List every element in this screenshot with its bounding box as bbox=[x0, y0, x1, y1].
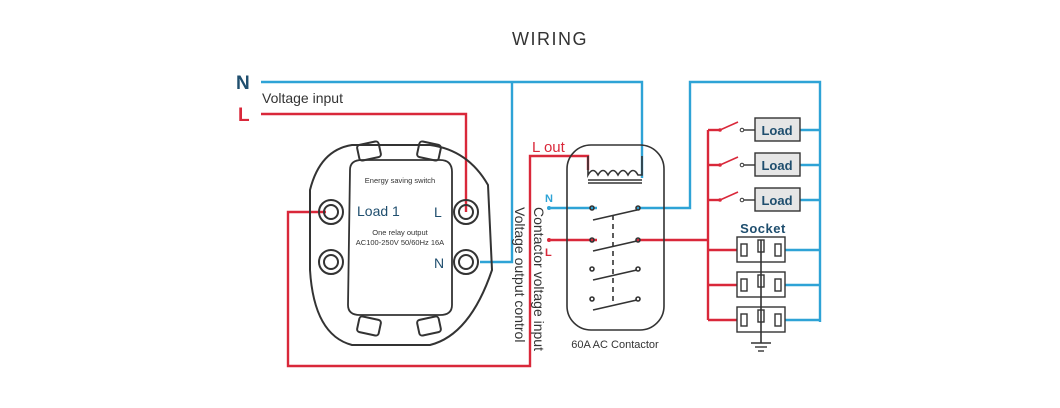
contactor-l-label: L bbox=[545, 247, 552, 259]
load3-box bbox=[754, 187, 801, 212]
load3-label: Load bbox=[761, 193, 792, 208]
contactor-caption: 60A AC Contactor bbox=[571, 339, 659, 351]
load-branch-1: Load bbox=[718, 117, 801, 142]
load2-box bbox=[754, 152, 801, 177]
contactor-pole-4 bbox=[589, 296, 641, 311]
load-branch-3: Load bbox=[718, 187, 801, 212]
contactor-voltage-input-label: Contactor voltage input bbox=[531, 207, 547, 351]
contactor-n-dot bbox=[547, 206, 551, 210]
load1-label: Load bbox=[761, 123, 792, 138]
live-to-switch-wire bbox=[261, 112, 468, 212]
contactor-n-label: N bbox=[545, 193, 553, 205]
contactor-n-out-wire bbox=[637, 80, 822, 322]
neutral-main-wire bbox=[261, 80, 644, 178]
terminal-load1 bbox=[318, 199, 344, 225]
load3-switch-icon bbox=[719, 191, 739, 201]
switch-tab-top-left bbox=[356, 140, 382, 162]
contactor-body bbox=[566, 144, 665, 331]
contactor-pole-3 bbox=[589, 266, 641, 281]
switch-spec-line1: One relay output bbox=[372, 228, 428, 237]
terminal-l bbox=[453, 199, 479, 225]
diagram-title: WIRING bbox=[512, 29, 588, 49]
switch-l-label: L bbox=[434, 204, 442, 220]
voltage-input-label: Voltage input bbox=[262, 90, 343, 106]
terminal-unused bbox=[318, 249, 344, 275]
load1-box bbox=[754, 117, 801, 142]
ground-icon bbox=[751, 342, 771, 352]
sockets bbox=[736, 236, 786, 352]
ac-contactor bbox=[566, 144, 665, 331]
contactor-l-dot bbox=[547, 238, 551, 242]
load2-switch-icon bbox=[719, 156, 739, 166]
voltage-output-control-label: Voltage output control bbox=[512, 207, 528, 342]
switch-tab-top-right bbox=[416, 140, 442, 162]
lout-label: L out bbox=[532, 139, 566, 156]
switch-inner-panel bbox=[347, 159, 453, 316]
neutral-to-switch-wire bbox=[480, 82, 514, 264]
supply-live-label: L bbox=[238, 105, 250, 126]
contactor-pole-2 bbox=[589, 237, 641, 252]
supply-neutral-label: N bbox=[236, 73, 250, 94]
switch-title: Energy saving switch bbox=[365, 176, 435, 185]
switch-n-label: N bbox=[434, 255, 444, 271]
switch-tab-bottom-left bbox=[356, 315, 382, 337]
terminal-n bbox=[453, 249, 479, 275]
load2-label: Load bbox=[761, 158, 792, 173]
contactor-pole-1 bbox=[589, 205, 641, 221]
energy-saving-switch bbox=[309, 140, 494, 346]
load1-switch-icon bbox=[719, 121, 739, 131]
switch-outer-body bbox=[309, 144, 494, 346]
switch-spec-line2: AC100-250V 50/60Hz 16A bbox=[356, 238, 444, 247]
switch-load-label: Load 1 bbox=[357, 203, 400, 219]
contactor-coil-icon bbox=[587, 156, 643, 179]
switch-tab-bottom-right bbox=[416, 315, 442, 337]
socket-label: Socket bbox=[740, 221, 786, 236]
load-branch-2: Load bbox=[718, 152, 801, 177]
